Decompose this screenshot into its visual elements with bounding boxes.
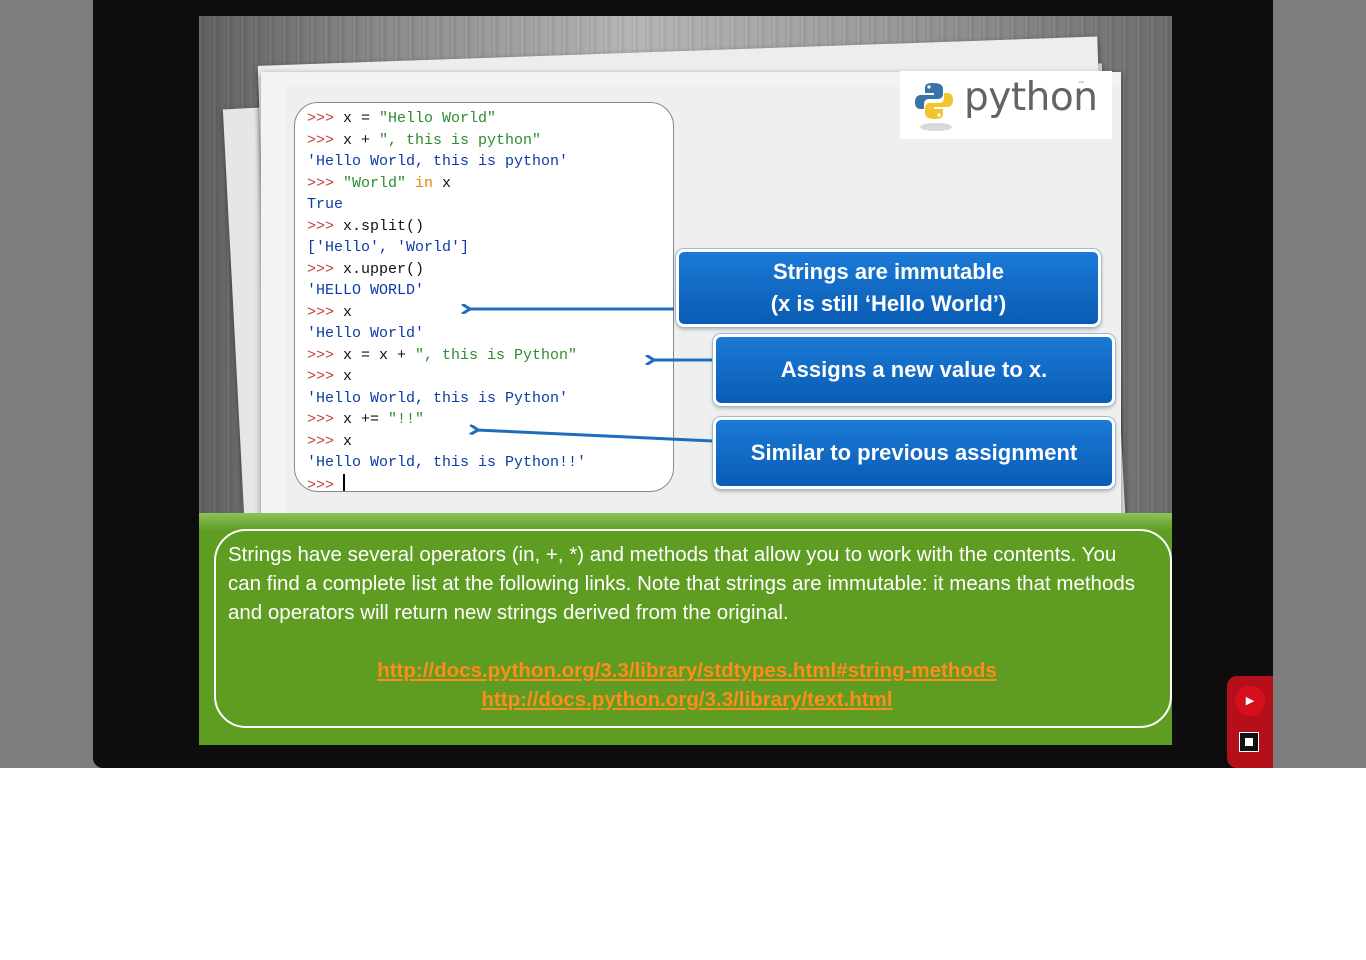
shell-token: >>> [307, 303, 344, 321]
shell-token: "Hello World" [379, 110, 497, 127]
shell-line: >>> x [307, 302, 673, 324]
python-shell-screenshot: >>> x = "Hello World">>> x + ", this is … [294, 102, 674, 492]
shell-line: ['Hello', 'World'] [307, 237, 673, 259]
player-controls: ▶ [1227, 676, 1273, 768]
callout-similar-text: Similar to previous assignment [750, 440, 1078, 465]
shell-token: ['Hello', 'World'] [307, 239, 470, 256]
shell-token: x = x + [343, 346, 416, 364]
slide: >>> x = "Hello World">>> x + ", this is … [199, 16, 1172, 745]
link-string-methods[interactable]: http://docs.python.org/3.3/library/stdty… [377, 659, 997, 682]
shell-token: 'Hello World, this is python' [307, 153, 569, 170]
shell-line: >>> x.split() [307, 216, 673, 238]
trademark-symbol: ™ [1078, 81, 1084, 87]
play-icon[interactable]: ▶ [1235, 686, 1265, 716]
text-cursor [343, 473, 346, 491]
shell-token: "World" [343, 174, 416, 192]
logo-shadow [920, 123, 952, 131]
shell-line: 'Hello World, this is python' [307, 151, 673, 173]
shell-token: >>> [307, 260, 344, 278]
shell-token: True [307, 196, 344, 213]
shell-token: x [343, 368, 353, 385]
shell-line: >>> x = x + ", this is Python" [307, 345, 673, 367]
shell-line: True [307, 194, 673, 216]
shell-token: 'Hello World' [307, 325, 425, 342]
shell-token: >>> [307, 346, 344, 364]
shell-line: >>> "World" in x [307, 173, 673, 195]
shell-line: 'Hello World, this is Python' [307, 388, 673, 410]
python-logo: python ™ [900, 71, 1112, 139]
shell-line: >>> x [307, 366, 673, 388]
shell-line: 'Hello World, this is Python!!' [307, 452, 673, 474]
python-wordmark: python [964, 75, 1098, 120]
shell-token: "!!" [388, 411, 425, 428]
shell-token: >>> [307, 217, 344, 235]
shell-token: 'Hello World, this is Python!!' [307, 454, 587, 471]
shell-line: >>> x + ", this is python" [307, 130, 673, 152]
callout-immutable-line2: (x is still ‘Hello World’) [770, 291, 1007, 316]
callout-assigns-text: Assigns a new value to x. [780, 357, 1048, 382]
shell-token: >>> [307, 131, 344, 149]
shell-line: >>> x = "Hello World" [307, 108, 673, 130]
shell-line: 'Hello World' [307, 323, 673, 345]
shell-line: >>> [307, 473, 673, 492]
python-logo-icon [915, 83, 953, 119]
links-block: http://docs.python.org/3.3/library/stdty… [228, 656, 1146, 714]
callout-immutable-line1: Strings are immutable [772, 259, 1005, 284]
shell-token: >>> [307, 476, 344, 492]
shell-token: 'Hello World, this is Python' [307, 389, 569, 407]
fullscreen-icon[interactable] [1239, 732, 1259, 752]
callout-immutable: Strings are immutable (x is still ‘Hello… [676, 249, 1101, 327]
shell-token: >>> [307, 174, 344, 192]
shell-token: x += [343, 411, 389, 428]
callout-similar: Similar to previous assignment [713, 417, 1115, 489]
callout-assigns: Assigns a new value to x. [713, 334, 1115, 406]
shell-token: 'HELLO WORLD' [307, 282, 425, 299]
shell-token: ", this is python" [379, 131, 542, 149]
shell-token: x.upper() [343, 260, 425, 278]
link-text-library[interactable]: http://docs.python.org/3.3/library/text.… [481, 688, 893, 711]
shell-line: 'HELLO WORLD' [307, 280, 673, 302]
shell-token: >>> [307, 411, 344, 428]
shell-token: >>> [307, 110, 344, 127]
presentation-viewer: >>> x = "Hello World">>> x + ", this is … [0, 0, 1366, 768]
shell-line: >>> x.upper() [307, 259, 673, 281]
shell-token: in [415, 174, 434, 192]
shell-token: ", this is Python" [415, 346, 578, 364]
shell-token: >>> [307, 368, 344, 385]
shell-line: >>> x [307, 431, 673, 453]
notes-text: Strings have several operators (in, +, *… [228, 543, 1135, 624]
shell-token: x.split() [343, 217, 425, 235]
shell-token: x = [343, 110, 380, 127]
shell-token: x [343, 303, 353, 321]
shell-token: x [433, 174, 452, 192]
shell-token: x [343, 432, 353, 450]
shell-line: >>> x += "!!" [307, 409, 673, 431]
shell-token: x + [343, 131, 380, 149]
shell-token: >>> [307, 432, 344, 450]
notes-box: Strings have several operators (in, +, *… [214, 529, 1172, 728]
